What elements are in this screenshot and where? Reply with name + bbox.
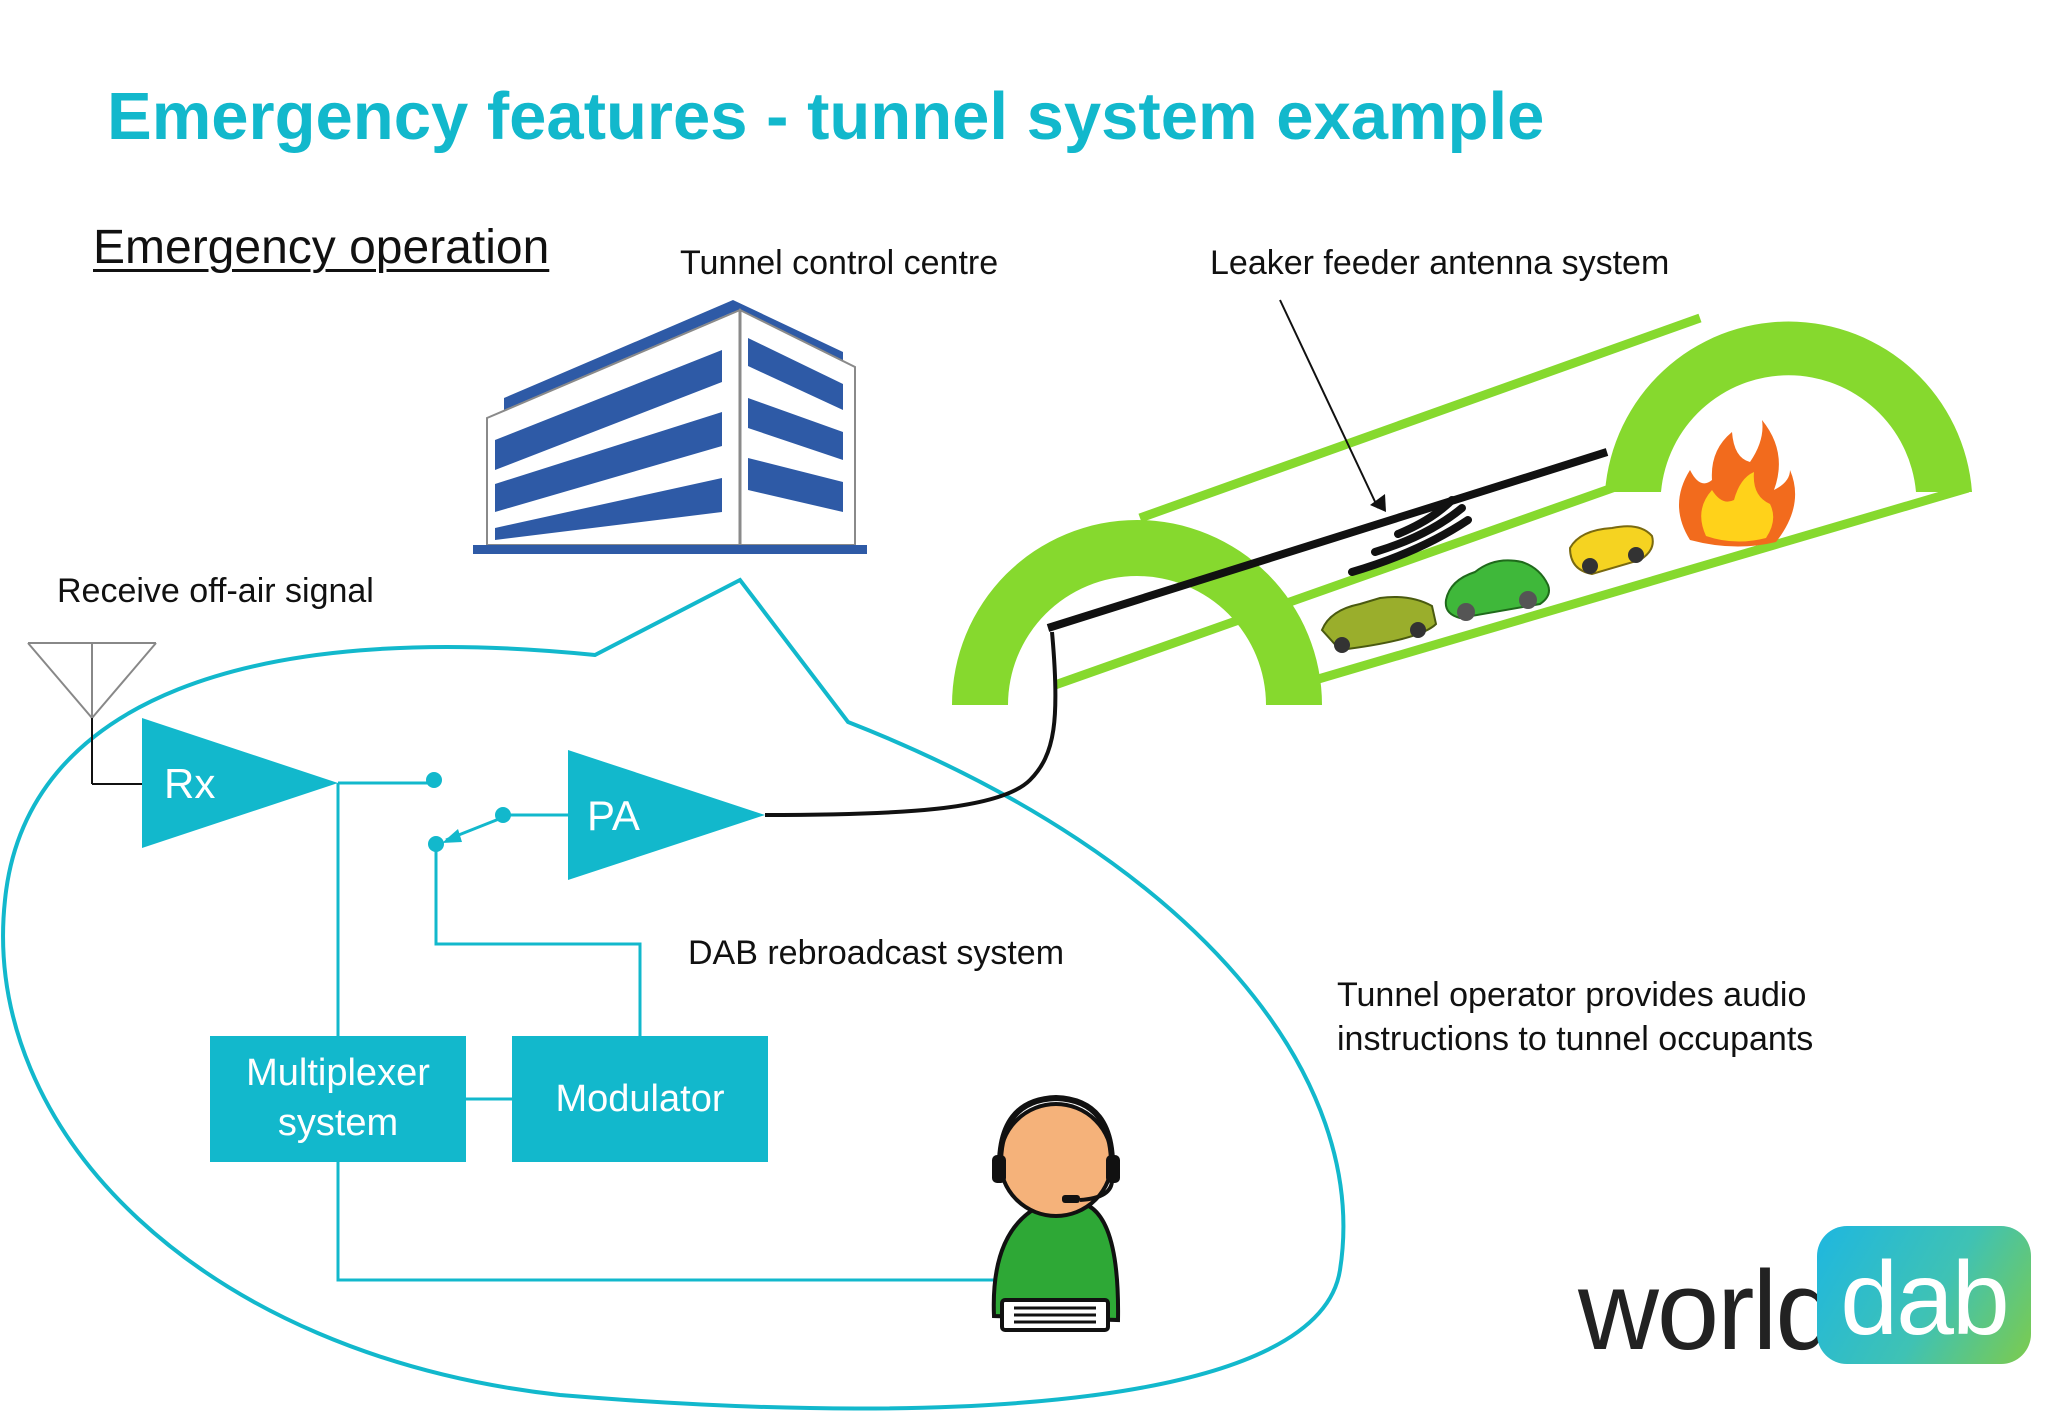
antenna-icon [27,642,157,785]
fire-icon [1679,420,1796,547]
switch-contact-rx [426,772,442,788]
operator-label-line1: Tunnel operator provides audio [1337,976,1807,1014]
multiplexer-system-box [210,1036,466,1162]
car-yellow-icon [1568,525,1654,576]
leaker-feeder-label: Leaker feeder antenna system [1210,244,1670,282]
modulator-box [512,1036,768,1162]
car-green-icon [1444,559,1550,621]
pa-to-tunnel-cable [764,631,1058,817]
leaker-feeder-pointer [1279,299,1379,509]
logo-dab-text: dab [1840,1241,2010,1357]
radio-waves-icon [1348,496,1472,576]
signal-lines [336,781,995,1282]
multiplexer-label: Multiplexer system [210,1048,466,1148]
operator-label-line2: instructions to tunnel occupants [1337,1020,1814,1058]
modulator-label: Modulator [555,1078,725,1120]
logo-world-text: world [1578,1248,1838,1373]
operator-icon [991,1094,1121,1332]
slide-title: Emergency features - tunnel system examp… [107,79,1545,154]
multiplexer-label-line2: system [277,1102,399,1144]
building-icon [473,300,867,554]
car-olive-icon [1320,596,1438,653]
multiplexer-label-line1: Multiplexer [246,1052,430,1094]
section-heading: Emergency operation [93,221,550,274]
switch-contact-modulator [428,836,444,852]
rx-amplifier [142,718,338,848]
pa-amplifier [568,750,765,880]
rx-label: Rx [164,760,216,807]
control-centre-label: Tunnel control centre [680,244,999,282]
leaky-feeder-cable [1046,448,1609,632]
switch-contact-pa [495,807,511,823]
rebroadcast-system-boundary [1,577,1346,1411]
receive-signal-label: Receive off-air signal [57,572,374,610]
rebroadcast-system-label: DAB rebroadcast system [688,934,1065,972]
logo-badge: dab [1817,1226,2031,1364]
tunnel-icon [952,313,1972,705]
pa-label: PA [587,792,640,839]
